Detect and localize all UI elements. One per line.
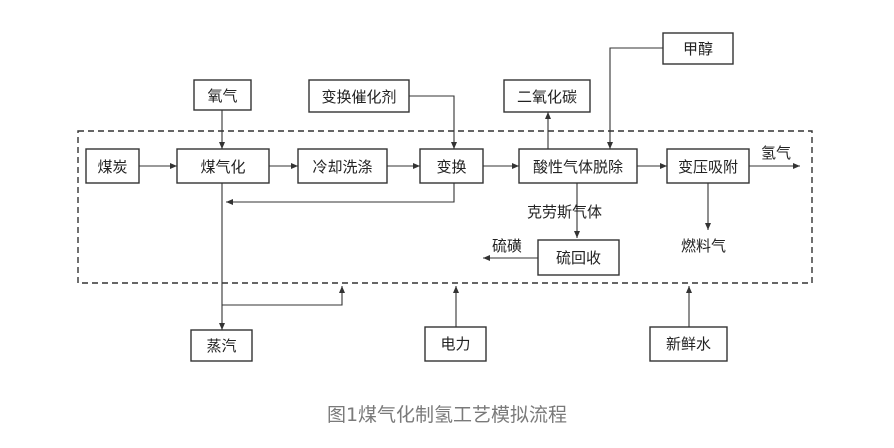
node-co2-label: 二氧化碳 [517,88,577,106]
node-power-label: 电力 [440,335,470,353]
node-methanol-label: 甲醇 [683,40,713,58]
node-oxygen-label: 氧气 [207,87,237,105]
node-power: 电力 [424,326,487,362]
node-shift-catalyst-label: 变换催化剂 [321,88,396,106]
node-sulfur-recovery-label: 硫回收 [556,249,601,267]
node-shift-label: 变换 [436,158,466,176]
node-coal-label: 煤炭 [97,158,127,176]
node-gasification-label: 煤气化 [200,158,245,176]
arrow-catalyst-in [409,95,457,149]
node-shift-catalyst: 变换催化剂 [308,79,410,113]
node-cooling-wash-label: 冷却洗涤 [312,158,372,176]
node-fresh-water-label: 新鲜水 [666,335,711,353]
node-steam-label: 蒸汽 [206,337,236,355]
arrow-methanol-in [607,47,663,149]
arrow-steam-branch [222,286,345,306]
node-methanol: 甲醇 [662,32,734,65]
node-shift: 变换 [419,148,484,184]
node-cooling-wash: 冷却洗涤 [297,148,388,184]
node-acid-gas-removal: 酸性气体脱除 [518,148,638,184]
node-steam: 蒸汽 [190,329,253,362]
label-claus-gas: 克劳斯气体 [527,203,602,221]
label-sulfur: 硫磺 [492,237,522,255]
node-coal: 煤炭 [85,148,140,184]
node-psa-label: 变压吸附 [678,158,738,176]
node-oxygen: 氧气 [193,79,252,111]
node-psa: 变压吸附 [666,148,750,184]
node-sulfur-recovery: 硫回收 [537,239,620,276]
system-boundary [77,130,813,284]
node-fresh-water: 新鲜水 [649,326,728,362]
node-co2: 二氧化碳 [503,79,591,113]
figure-caption: 图1煤气化制氢工艺模拟流程 [327,404,567,426]
node-acid-gas-removal-label: 酸性气体脱除 [533,158,623,176]
arrow-shift-return [226,183,455,205]
label-fuel-gas: 燃料气 [681,237,726,255]
label-hydrogen: 氢气 [761,144,791,162]
node-gasification: 煤气化 [176,148,270,184]
